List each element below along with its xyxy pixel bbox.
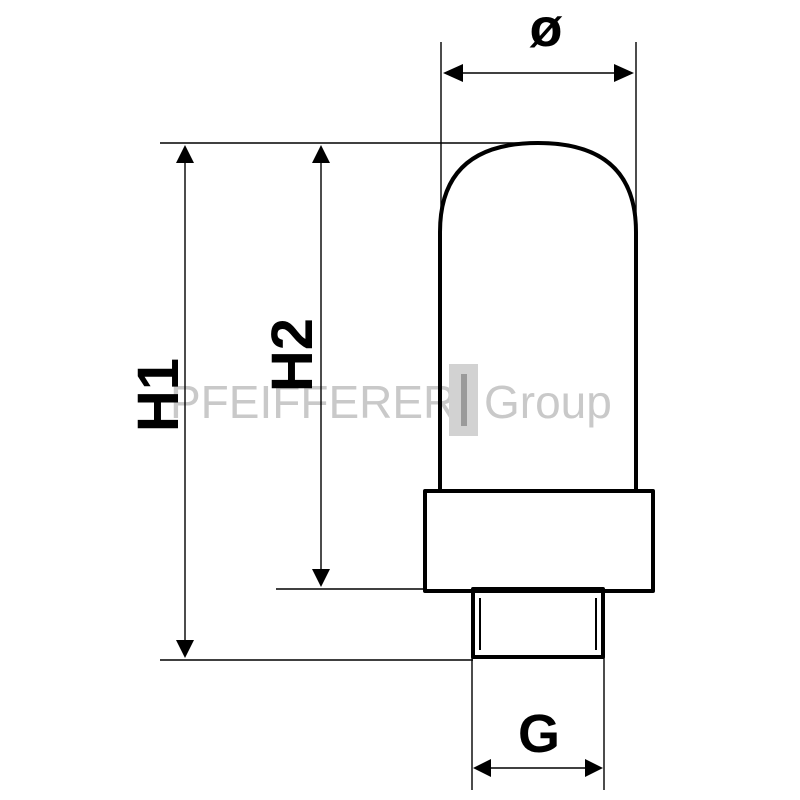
h1-arrow-bottom (176, 640, 194, 658)
watermark-right-text: Group (484, 376, 612, 428)
g-arrow-left (473, 759, 491, 777)
hex-collar (423, 489, 655, 593)
diameter-dimension: ø (443, 0, 634, 82)
diameter-arrow-right (614, 64, 634, 82)
h2-label: H2 (260, 318, 325, 392)
diameter-arrow-left (443, 64, 463, 82)
watermark-logo-stripe (461, 374, 467, 426)
diameter-label: ø (530, 0, 563, 58)
threaded-stem (471, 587, 605, 659)
extension-lines (160, 42, 637, 790)
h1-label: H1 (126, 358, 191, 432)
h2-arrow-top (312, 145, 330, 163)
h1-arrow-top (176, 145, 194, 163)
g-dimension: G (473, 704, 603, 777)
part-outline (423, 141, 655, 659)
watermark: PFEIFFERER Group (170, 364, 612, 436)
g-label: G (518, 704, 560, 764)
h2-arrow-bottom (312, 569, 330, 587)
watermark-left-text: PFEIFFERER (170, 376, 456, 428)
dome-cap (438, 141, 638, 491)
h1-dimension: H1 (126, 145, 194, 658)
g-arrow-right (585, 759, 603, 777)
h2-dimension: H2 (260, 145, 330, 587)
